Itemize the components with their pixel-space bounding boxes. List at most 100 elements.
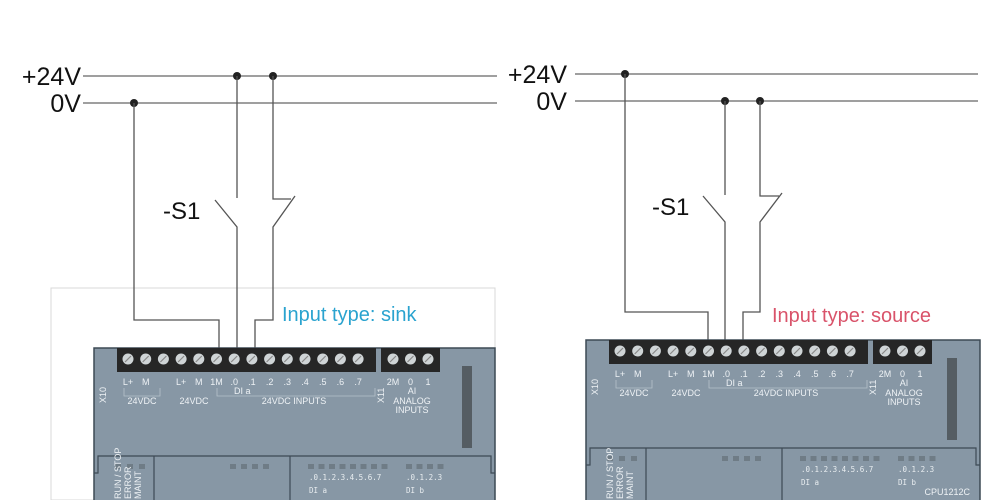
terminal-label: .2: [758, 369, 766, 379]
sink-title: Input type: sink: [282, 304, 418, 326]
screw-slot: [651, 347, 659, 355]
di-led: [821, 456, 827, 461]
di-a-small: DI a: [801, 478, 819, 487]
wire-1m: [133, 103, 220, 350]
model-label: CPU1212C: [924, 487, 970, 497]
di-b-led-labels: .0.1.2.3: [406, 473, 442, 482]
bracket: [708, 380, 868, 389]
screw-slot: [195, 355, 203, 363]
di-led: [318, 464, 325, 469]
status-led: [139, 464, 145, 469]
source-title: Input type: source: [772, 305, 931, 327]
terminal-label: 1M: [210, 377, 223, 387]
status-label: ERROR: [123, 466, 133, 499]
screw-slot: [616, 347, 624, 355]
terminal-label: .7: [846, 369, 854, 379]
di-led: [800, 456, 806, 461]
screw-slot: [634, 347, 642, 355]
ai-label: AI: [900, 378, 909, 388]
status-led: [607, 456, 613, 461]
di-led: [873, 456, 880, 461]
switch-label: -S1: [163, 198, 200, 225]
terminal-label: .7: [354, 377, 362, 387]
di-a-led-labels: .0.1.2.3.4.5.6.7: [801, 465, 873, 474]
terminal-label: L+: [176, 377, 186, 387]
terminal-label: M: [634, 369, 642, 379]
di-a-label: DI a: [234, 386, 251, 396]
screw-slot: [793, 347, 801, 355]
screw-slot: [916, 347, 924, 355]
di-led: [929, 456, 936, 461]
24vdc-in-label: 24VDC: [671, 388, 701, 398]
screw-slot: [899, 347, 906, 355]
terminal-label: .1: [740, 369, 748, 379]
bracket: [123, 388, 161, 397]
wire-1m: [624, 74, 709, 342]
led: [755, 456, 761, 461]
status-label: RUN / STOP: [113, 448, 123, 499]
di-led: [919, 456, 925, 461]
di-led: [339, 464, 346, 469]
screw-slot: [722, 347, 730, 355]
screw-slot: [248, 355, 256, 363]
ai-terminal-label: 1: [917, 369, 922, 379]
nc-contact-blade: [254, 195, 296, 350]
screw-slot: [283, 355, 291, 363]
terminal-label: .5: [319, 377, 327, 387]
switch-label: -S1: [652, 194, 689, 221]
x10-label: X10: [98, 387, 108, 403]
di-led: [381, 464, 388, 469]
screw-slot: [775, 347, 783, 355]
screw-slot: [354, 355, 362, 363]
24vdc-inputs-label: 24VDC INPUTS: [754, 388, 819, 398]
24vdc-out-label: 24VDC: [127, 396, 157, 406]
screw-slot: [319, 355, 327, 363]
plus24v-label: +24V: [22, 63, 81, 91]
analog-label: ANALOG: [885, 388, 923, 398]
di-led: [350, 464, 356, 469]
di-led: [908, 456, 915, 461]
terminal-label: .6: [829, 369, 837, 379]
status-label: ERROR: [615, 466, 625, 499]
no-contact: [702, 195, 726, 342]
screw-slot: [669, 347, 677, 355]
status-led: [127, 464, 133, 469]
screw-slot: [124, 355, 132, 363]
terminal-label: M: [687, 369, 695, 379]
terminal-label: .2: [266, 377, 274, 387]
di-a-label: DI a: [726, 378, 743, 388]
terminal-label: L+: [123, 377, 133, 387]
ai-terminal-label: 1: [425, 377, 430, 387]
nc-contact: [272, 76, 291, 200]
zero-v-label: 0V: [50, 90, 81, 118]
status-label: MAINT: [133, 471, 143, 500]
screw-slot: [705, 347, 712, 355]
terminal-label: M: [195, 377, 203, 387]
ai-terminal-label: 2M: [387, 377, 400, 387]
plus24v-label: +24V: [508, 61, 567, 89]
zero-v-label: 0V: [536, 88, 567, 116]
di-led: [437, 464, 444, 469]
slot-bar: [462, 366, 472, 448]
di-led: [360, 464, 367, 469]
status-led: [115, 464, 121, 469]
24vdc-out-label: 24VDC: [619, 388, 649, 398]
terminal-label: .0: [722, 369, 730, 379]
led: [263, 464, 269, 469]
x11-label: X11: [376, 388, 386, 403]
nc-contact-blade: [742, 192, 783, 342]
terminal-label: .0: [230, 377, 238, 387]
24vdc-inputs-label: 24VDC INPUTS: [262, 396, 327, 406]
screw-slot: [740, 347, 748, 355]
di-led: [416, 464, 423, 469]
terminal-label: .4: [301, 377, 309, 387]
screw-slot: [389, 355, 397, 363]
di-b-small: DI b: [898, 478, 917, 487]
x10-label: X10: [590, 379, 600, 395]
status-led: [631, 456, 637, 461]
terminal-label: 1M: [702, 369, 715, 379]
inputs-label: INPUTS: [887, 397, 920, 407]
